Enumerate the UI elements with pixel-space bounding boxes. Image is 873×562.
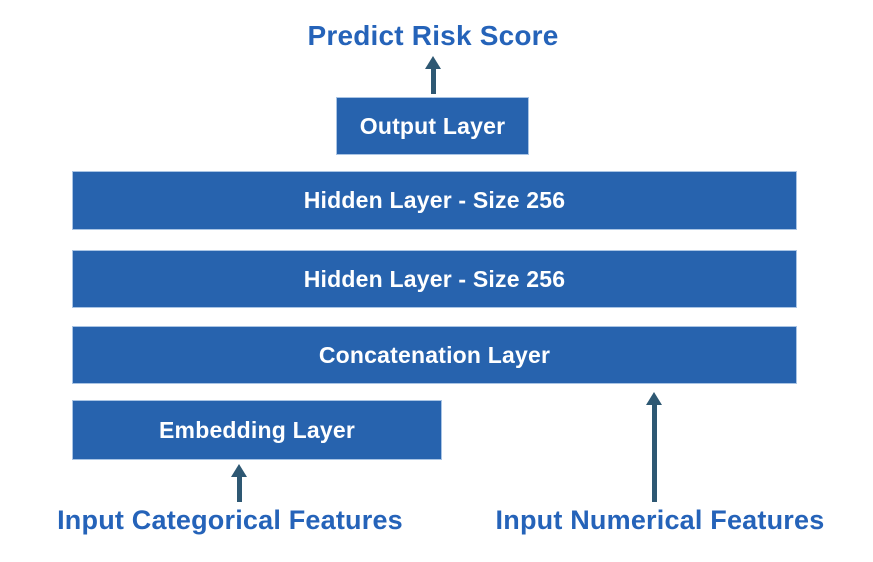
layer-box-hidden-2: Hidden Layer - Size 256: [72, 250, 797, 308]
up-arrow-icon: [646, 392, 662, 502]
input-categorical-label: Input Categorical Features: [57, 505, 403, 535]
layer-label-hidden-2: Hidden Layer - Size 256: [303, 265, 566, 292]
arrow-head: [425, 56, 441, 69]
up-arrow-icon: [231, 464, 247, 502]
layer-label-output: Output Layer: [359, 112, 506, 139]
layer-box-embedding: Embedding Layer: [72, 400, 442, 460]
arrow-stem: [430, 69, 436, 94]
layer-box-concatenation: Concatenation Layer: [72, 326, 797, 384]
diagram-title: Predict Risk Score: [307, 20, 559, 51]
layer-label-embedding: Embedding Layer: [159, 416, 355, 443]
arrow-head: [231, 464, 247, 477]
layer-box-hidden-1: Hidden Layer - Size 256: [72, 171, 797, 230]
arrow-head: [646, 392, 662, 405]
up-arrow-icon: [425, 56, 441, 94]
arrow-stem: [651, 405, 657, 502]
layer-label-hidden-1: Hidden Layer - Size 256: [303, 187, 566, 213]
layer-label-concatenation: Concatenation Layer: [318, 341, 551, 368]
arrow-stem: [236, 477, 242, 502]
layer-box-output: Output Layer: [336, 97, 529, 155]
input-numerical-label: Input Numerical Features: [495, 505, 825, 535]
